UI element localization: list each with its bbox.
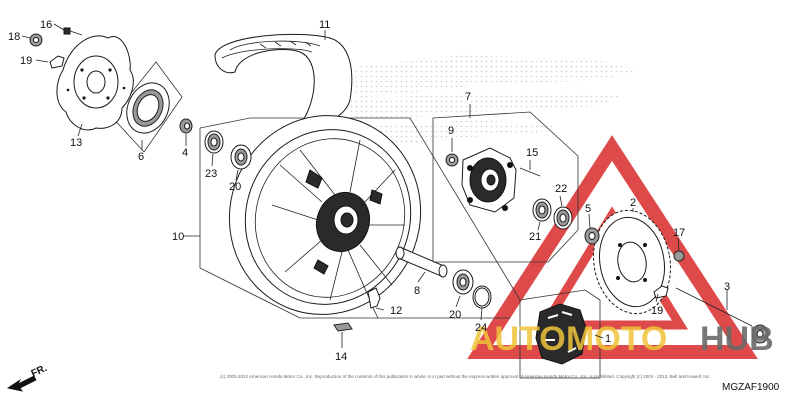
callout-12: 12 — [390, 305, 402, 317]
callout-11: 11 — [319, 19, 330, 31]
callout-13: 13 — [70, 137, 82, 149]
callout-16: 16 — [40, 19, 52, 31]
callout-3: 3 — [724, 281, 730, 293]
copyright-text: (c) 2003-2013 American Honda Motor Co., … — [220, 374, 711, 379]
callout-4: 4 — [182, 147, 188, 159]
callout-17: 17 — [673, 227, 685, 239]
front-label: FR. — [30, 363, 49, 380]
leader-lines — [21, 23, 728, 348]
callout-10: 10 — [172, 231, 184, 243]
front-direction-indicator: FR. — [6, 363, 49, 392]
callout-6: 6 — [138, 151, 144, 163]
wheel-rim — [228, 115, 422, 315]
callout-8: 8 — [414, 285, 420, 297]
tire — [214, 33, 353, 127]
front-arrow-icon — [6, 375, 37, 392]
callout-19-right: 19 — [651, 305, 663, 317]
callout-20-right: 20 — [449, 309, 461, 321]
rear-sprocket — [584, 209, 685, 315]
callout-15: 15 — [526, 147, 538, 159]
callout-7: 7 — [465, 91, 471, 103]
watermark-moto: MOTO — [566, 320, 667, 358]
callout-9: 9 — [448, 125, 454, 137]
callout-20-left: 20 — [229, 181, 241, 193]
callout-2: 2 — [630, 197, 636, 209]
background-wing-logo — [330, 55, 640, 148]
rear-axle — [675, 287, 769, 344]
small-parts-left — [29, 27, 252, 170]
watermark-hub: HUB — [700, 320, 774, 358]
callout-19: 19 — [20, 55, 32, 67]
callout-1: 1 — [605, 333, 611, 345]
callout-21: 21 — [529, 231, 541, 243]
part-callouts: 16 18 19 13 6 4 23 20 11 10 7 9 15 22 21… — [8, 19, 730, 363]
callout-18: 18 — [8, 31, 20, 43]
callout-14: 14 — [335, 351, 347, 363]
callout-22: 22 — [555, 183, 567, 195]
small-parts-bottom — [333, 246, 492, 332]
callout-5: 5 — [585, 203, 591, 215]
diagram-code: MGZAF1900 — [722, 382, 780, 393]
cush-damper — [535, 303, 587, 365]
callout-24: 24 — [475, 322, 487, 334]
brake-disc — [56, 35, 134, 131]
dust-seal — [126, 82, 170, 134]
watermark-auto: AUTO — [470, 320, 566, 358]
callout-23: 23 — [205, 168, 217, 180]
watermark-text: AUTO MOTO HUB — [470, 320, 774, 358]
hub-assembly — [445, 147, 573, 230]
